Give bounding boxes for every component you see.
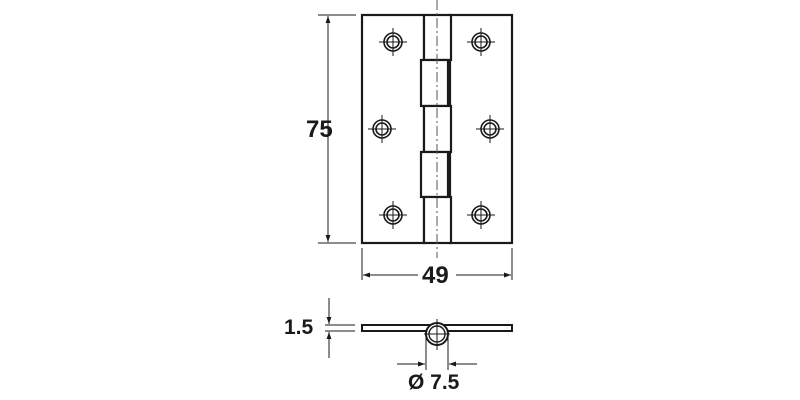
diameter-dimension xyxy=(397,338,477,370)
height-label: 75 xyxy=(306,116,333,143)
thickness-label: 1.5 xyxy=(284,316,314,339)
side-view xyxy=(325,298,513,370)
thickness-dimension xyxy=(325,298,355,358)
front-view xyxy=(318,0,514,280)
knuckle-strip xyxy=(419,13,453,245)
height-dimension xyxy=(318,14,356,244)
width-label: 49 xyxy=(422,262,449,289)
diameter-label: Ø 7.5 xyxy=(408,371,460,394)
width-dimension xyxy=(361,248,513,280)
